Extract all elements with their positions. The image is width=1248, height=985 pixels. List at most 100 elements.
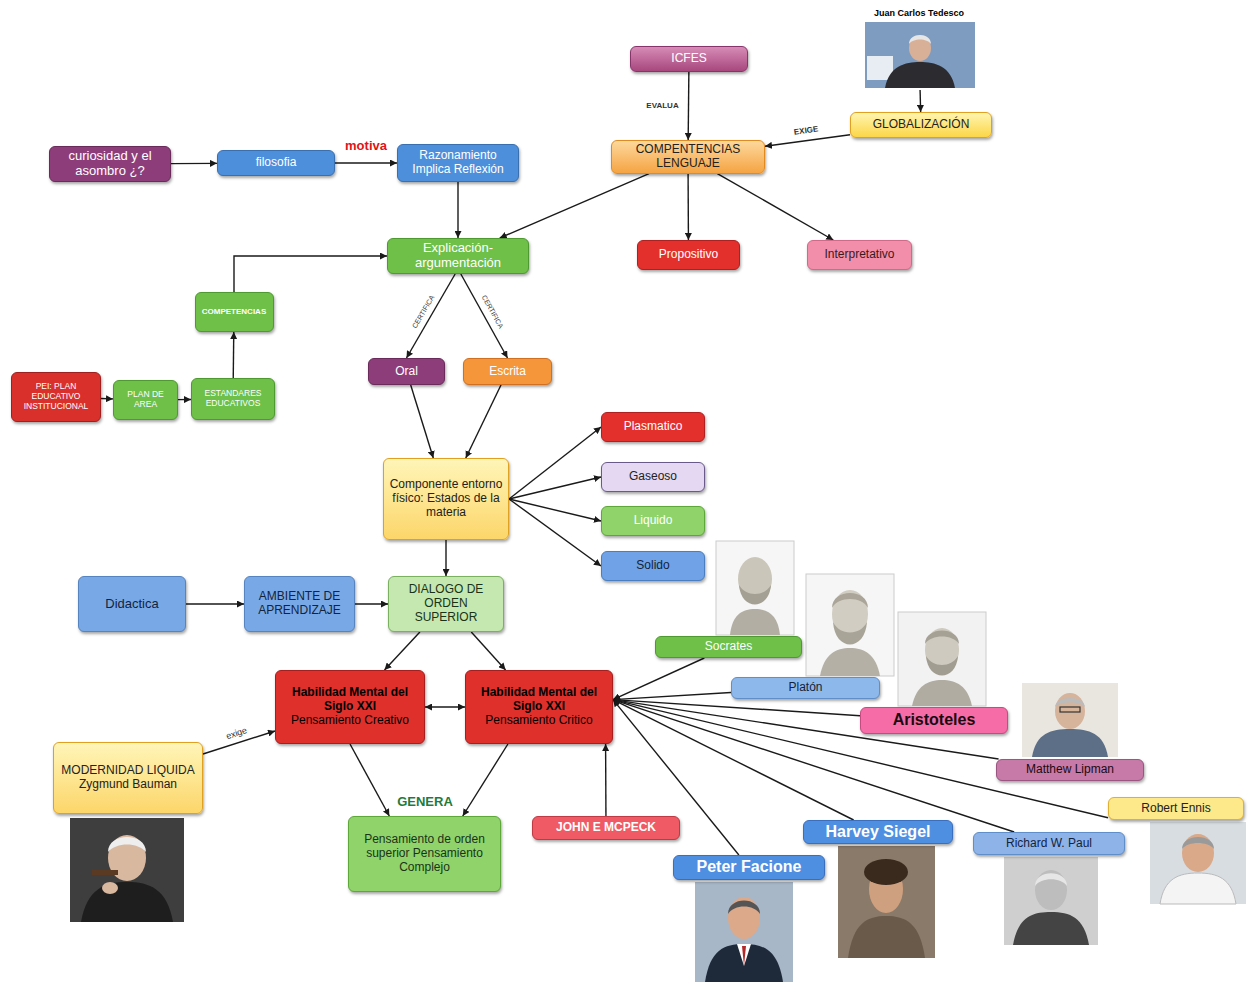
concept-box: Habilidad Mental del Siglo XXIPensamient… bbox=[465, 670, 613, 744]
portrait-photo bbox=[695, 882, 793, 982]
portrait-photo bbox=[909, 35, 931, 44]
node-text: Plasmatico bbox=[624, 420, 683, 434]
node-text: Habilidad Mental del Siglo XXI bbox=[471, 686, 607, 714]
portrait-photo bbox=[1022, 683, 1118, 757]
concept-box: JOHN E MCPECK bbox=[532, 816, 680, 840]
node-text: Interpretativo bbox=[824, 248, 894, 262]
concept-box: DIALOGO DE ORDEN SUPERIOR bbox=[388, 576, 504, 632]
node-text: curiosidad y el asombro ¿? bbox=[55, 149, 165, 179]
connector-label: motiva bbox=[343, 139, 389, 153]
connector bbox=[384, 632, 419, 670]
portrait-photo bbox=[865, 22, 975, 88]
portrait-photo bbox=[848, 916, 925, 958]
node-text: Pensamiento de orden superior Pensamient… bbox=[354, 833, 495, 874]
concept-box: Escrita bbox=[463, 358, 552, 385]
connector bbox=[717, 174, 833, 240]
concept-box: AMBIENTE DE APRENDIZAJE bbox=[244, 576, 355, 632]
bust-photo bbox=[898, 612, 986, 706]
connector bbox=[613, 700, 860, 716]
node-text: ESTANDARES EDUCATIVOS bbox=[197, 389, 269, 409]
portrait-photo bbox=[1013, 912, 1089, 945]
portrait-photo bbox=[1182, 834, 1214, 872]
connector bbox=[613, 700, 854, 820]
concept-box: Harvey Siegel bbox=[803, 820, 953, 844]
portrait-photo bbox=[838, 846, 935, 958]
connector bbox=[178, 399, 191, 401]
concept-box: Componente entorno físico: Estados de la… bbox=[383, 458, 509, 540]
concept-box: Plasmatico bbox=[601, 412, 705, 442]
annotation: GENERA bbox=[397, 795, 453, 809]
node-text: Escrita bbox=[489, 365, 526, 379]
bust-photo bbox=[730, 609, 780, 635]
bust-photo bbox=[912, 680, 972, 706]
portrait-photo bbox=[1004, 857, 1098, 945]
concept-box: PLAN DE AREA bbox=[113, 380, 178, 420]
node-text: Socrates bbox=[705, 640, 752, 654]
connector bbox=[509, 427, 601, 499]
portrait-photo bbox=[1150, 822, 1246, 904]
connector bbox=[461, 274, 508, 358]
node-text: Razonamiento Implica Reflexión bbox=[403, 149, 513, 177]
portrait-photo bbox=[70, 818, 184, 922]
bust-photo bbox=[925, 631, 959, 645]
node-text: Pensamiento Creativo bbox=[291, 714, 409, 728]
portrait-photo bbox=[742, 946, 746, 966]
node-text: Pensamiento Critico bbox=[485, 714, 592, 728]
connector bbox=[335, 162, 397, 163]
connector bbox=[425, 706, 465, 707]
node-text: Explicación-argumentación bbox=[393, 241, 523, 271]
node-text: PEI: PLAN EDUCATIVO INSTITUCIONAL bbox=[17, 382, 95, 411]
node-text: COMPETENCIAS bbox=[202, 307, 266, 316]
portrait-photo bbox=[1150, 822, 1246, 904]
node-text: Harvey Siegel bbox=[826, 823, 931, 841]
concept-box: Gaseoso bbox=[601, 462, 705, 492]
connector bbox=[466, 385, 501, 458]
node-text: Solido bbox=[636, 559, 669, 573]
node-text: Propositivo bbox=[659, 248, 718, 262]
portrait-photo bbox=[1035, 873, 1067, 886]
bust-photo bbox=[739, 585, 771, 605]
connector bbox=[101, 398, 113, 400]
portrait-photo bbox=[70, 818, 184, 922]
node-text: COMPENTENCIAS LENGUAJE bbox=[617, 143, 759, 171]
connector bbox=[500, 174, 649, 238]
concept-box: Propositivo bbox=[637, 240, 740, 270]
concept-box: Solido bbox=[601, 551, 705, 581]
portrait-photo bbox=[1182, 837, 1214, 849]
node-text: Didactica bbox=[105, 597, 158, 612]
connector bbox=[233, 332, 235, 378]
connector bbox=[765, 135, 850, 147]
connector bbox=[613, 700, 1014, 832]
concept-box: Richard W. Paul bbox=[973, 832, 1125, 855]
concept-box: GLOBALIZACIÓN bbox=[850, 112, 992, 138]
connector bbox=[457, 182, 458, 238]
connector bbox=[687, 174, 689, 240]
connector-label: CERTIFICA bbox=[479, 292, 506, 331]
portrait-photo bbox=[864, 859, 908, 885]
portrait-photo bbox=[102, 882, 118, 894]
bust-photo bbox=[832, 593, 868, 608]
connector bbox=[234, 256, 387, 292]
portrait-photo bbox=[1060, 707, 1080, 712]
concept-box: Aristoteles bbox=[860, 707, 1008, 734]
bust-photo bbox=[716, 541, 794, 635]
connector bbox=[186, 603, 244, 604]
concept-box: Interpretativo bbox=[807, 240, 912, 270]
portrait-photo bbox=[728, 897, 760, 939]
portrait-photo bbox=[81, 882, 173, 922]
concept-box: MODERNIDAD LIQUIDAZygmund Bauman bbox=[53, 742, 203, 814]
connector bbox=[407, 274, 456, 358]
concept-box: PEI: PLAN EDUCATIVO INSTITUCIONAL bbox=[11, 372, 101, 422]
connector bbox=[171, 163, 217, 165]
connector bbox=[509, 499, 601, 521]
portrait-photo bbox=[1022, 683, 1118, 757]
connector-label: EVALUA bbox=[644, 102, 680, 111]
concept-box: Peter Facione bbox=[673, 855, 825, 880]
node-text: JOHN E MCPECK bbox=[556, 821, 656, 835]
connector-label: exige bbox=[223, 725, 250, 742]
node-text: Platón bbox=[788, 681, 822, 695]
node-text: MODERNIDAD LIQUIDA bbox=[61, 764, 194, 778]
node-text: Liquido bbox=[634, 514, 673, 528]
bust-photo bbox=[833, 622, 867, 645]
portrait-photo bbox=[1160, 873, 1236, 904]
